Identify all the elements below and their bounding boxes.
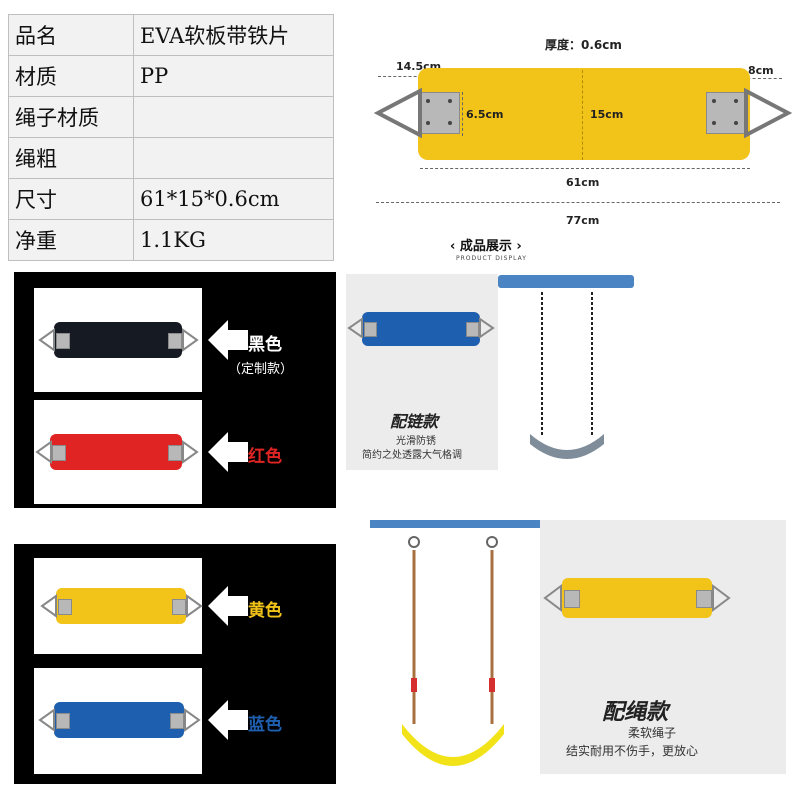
triangle-ring-icon <box>182 440 199 464</box>
blue-label: 蓝色 <box>248 715 282 735</box>
chain-variant-title: 配链款 <box>390 412 439 431</box>
triangle-ring-icon <box>184 708 201 732</box>
black-seat <box>54 322 182 358</box>
swing-bar <box>370 520 540 528</box>
ring-width-label: 8cm <box>748 64 774 77</box>
chain-variant-panel <box>346 274 498 470</box>
blue-seat <box>54 702 184 738</box>
rope-variant-line2: 结实耐用不伤手，更放心 <box>566 744 699 758</box>
spec-label: 品名 <box>8 14 134 56</box>
rope-variant-panel <box>540 520 786 774</box>
fold-line <box>582 70 583 160</box>
yellow-seat <box>56 588 186 624</box>
table-row: 绳粗 <box>8 137 334 179</box>
chain-variant-line2: 简约之处透露大气格调 <box>362 450 462 461</box>
spec-value: 1.1KG <box>133 219 334 261</box>
showcase-title: ‹ 成品展示 › <box>450 239 522 254</box>
arrow-left-icon <box>208 320 248 360</box>
swing-bar <box>498 275 634 288</box>
black-note: （定制款） <box>228 362 294 377</box>
metal-plate <box>56 333 70 349</box>
seat-length-label: 61cm <box>566 176 600 189</box>
metal-plate <box>168 333 182 349</box>
dim-line <box>742 78 782 79</box>
metal-plate <box>706 92 746 134</box>
dim-line <box>378 76 442 77</box>
dim-line <box>462 92 463 136</box>
metal-plate <box>420 92 460 134</box>
triangle-ring-icon <box>712 584 731 612</box>
rope-variant-line1: 柔软绳子 <box>628 726 677 740</box>
arrow-left-icon <box>208 700 248 740</box>
triangle-ring-icon <box>347 317 363 339</box>
spec-label: 材质 <box>8 55 134 97</box>
red-label: 红色 <box>248 447 282 467</box>
triangle-ring-icon <box>543 584 562 612</box>
triangle-ring-icon <box>35 440 52 464</box>
metal-plate <box>172 599 186 615</box>
metal-plate <box>696 590 712 608</box>
metal-plate <box>170 713 184 729</box>
chain-variant-line1: 光滑防锈 <box>396 436 436 447</box>
metal-plate <box>364 322 377 337</box>
plate-height-label: 6.5cm <box>466 108 504 121</box>
spec-value <box>133 137 334 179</box>
black-label: 黑色 <box>248 335 282 355</box>
yellow-seat <box>562 578 712 618</box>
triangle-ring-icon <box>374 88 422 138</box>
triangle-ring-icon <box>182 328 199 352</box>
metal-plate <box>168 445 182 461</box>
dim-line <box>376 202 780 203</box>
metal-plate <box>466 322 479 337</box>
arrow-left-icon <box>208 586 248 626</box>
metal-plate <box>58 599 72 615</box>
chain-swing-illustration <box>530 292 604 459</box>
metal-plate <box>52 445 66 461</box>
yellow-seat-diagram <box>418 68 750 160</box>
triangle-ring-icon <box>38 708 55 732</box>
arrow-left-icon <box>208 432 248 472</box>
red-seat <box>50 434 182 470</box>
dim-line <box>420 168 750 169</box>
metal-plate <box>564 590 580 608</box>
blue-seat <box>362 312 480 346</box>
table-row: 绳子材质 <box>8 96 334 138</box>
triangle-ring-icon <box>744 88 792 138</box>
triangle-ring-icon <box>479 317 495 339</box>
triangle-ring-icon <box>40 594 57 618</box>
spec-value <box>133 96 334 138</box>
spec-label: 绳子材质 <box>8 96 134 138</box>
triangle-ring-icon <box>186 594 203 618</box>
spec-value: 61*15*0.6cm <box>133 178 334 220</box>
spec-label: 尺寸 <box>8 178 134 220</box>
thickness-label: 厚度：0.6cm <box>545 38 622 52</box>
seat-height-label: 15cm <box>590 108 624 121</box>
spec-value: PP <box>133 55 334 97</box>
metal-plate <box>56 713 70 729</box>
spec-value: EVA软板带铁片 <box>133 14 334 56</box>
total-length-label: 77cm <box>566 214 600 227</box>
triangle-ring-icon <box>38 328 55 352</box>
yellow-label: 黄色 <box>248 601 282 621</box>
rope-variant-title: 配绳款 <box>602 700 669 725</box>
spec-label: 净重 <box>8 219 134 261</box>
showcase-subtitle: PRODUCT DISPLAY <box>456 255 527 262</box>
rope-swing-illustration <box>402 536 504 766</box>
spec-label: 绳粗 <box>8 137 134 179</box>
